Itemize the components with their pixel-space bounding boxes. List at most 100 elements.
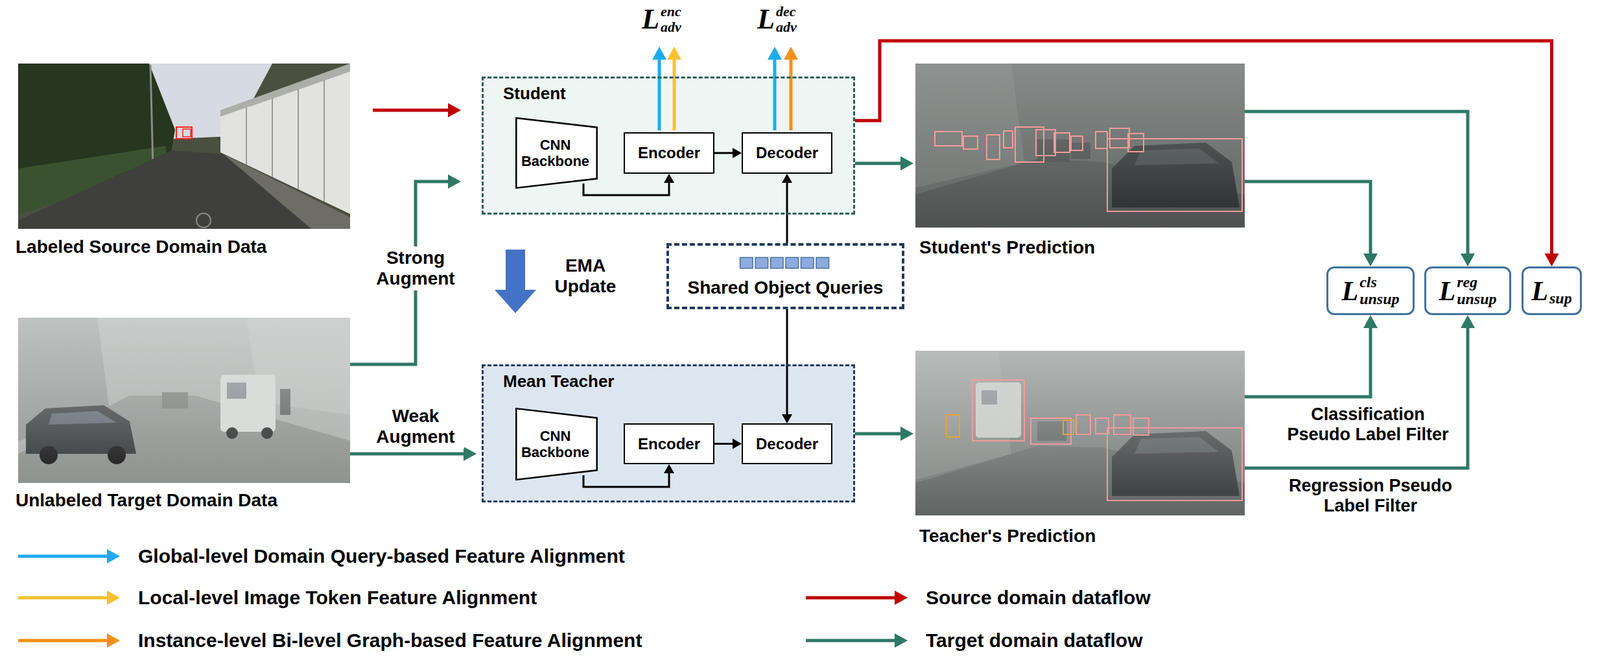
arrowhead <box>1460 315 1475 329</box>
legend-text: Local-level Image Token Feature Alignmen… <box>138 586 537 609</box>
legend-arrow <box>18 584 120 611</box>
arrowhead <box>781 414 793 424</box>
loss-superscript: cls <box>1359 274 1400 291</box>
scene-shape <box>915 63 1245 228</box>
connector <box>781 173 793 244</box>
module-title: Student <box>503 83 566 104</box>
edge-label: EMA Update <box>541 254 629 299</box>
arrowhead <box>732 147 742 159</box>
adversarial-loss-label: Ldecadv <box>757 3 797 36</box>
scene-shape <box>789 58 793 131</box>
query-token <box>785 257 799 269</box>
loss-box: Lregunsup <box>1424 266 1512 316</box>
legend-item: Source domain dataflow <box>805 584 1151 611</box>
arrowhead <box>447 174 461 189</box>
connector <box>855 426 914 441</box>
query-tokens <box>669 245 902 279</box>
scene-shape <box>1030 418 1071 445</box>
scene-shape <box>767 46 782 60</box>
query-token <box>755 257 769 269</box>
scene-shape <box>182 129 191 137</box>
prediction-image: Teacher's Prediction <box>915 350 1245 516</box>
backbone-label: CNN Backbone <box>515 136 598 170</box>
scene-shape <box>773 58 777 131</box>
scene-shape <box>1113 414 1131 435</box>
adversarial-arrows <box>652 46 799 131</box>
legend-line <box>18 639 108 643</box>
connector <box>1244 315 1378 397</box>
connector <box>1244 315 1475 469</box>
scene-shape <box>915 350 1245 516</box>
legend-line <box>805 639 896 643</box>
connector <box>494 249 537 314</box>
scene-shape <box>963 136 978 150</box>
edge-label: Regression Pseudo Label Filter <box>1276 474 1465 518</box>
legend-text: Global-level Domain Query-based Feature … <box>138 545 625 568</box>
connector-line <box>786 309 789 416</box>
scene-shape <box>946 414 1074 437</box>
box-label: Encoder <box>637 435 701 454</box>
legend-arrow <box>805 584 908 611</box>
connector-line <box>350 452 465 456</box>
connector <box>1244 181 1378 267</box>
image-caption: Student's Prediction <box>919 237 1095 259</box>
scene-shape <box>1054 132 1070 153</box>
scene-shape <box>223 154 351 229</box>
connector-line <box>583 471 670 487</box>
connector <box>350 446 477 461</box>
loss-symbol: L <box>1341 277 1359 305</box>
encoder-box: Encoder <box>623 423 715 465</box>
connector-line <box>1244 111 1468 255</box>
scene-shape <box>176 127 192 139</box>
connector <box>714 438 742 450</box>
legend-item: Global-level Domain Query-based Feature … <box>18 543 625 570</box>
scene-shape <box>297 89 299 190</box>
teacher-prediction-scene <box>915 350 1245 516</box>
scene-shape <box>1003 130 1013 148</box>
arrowhead <box>894 590 908 605</box>
legend-item: Target domain dataflow <box>805 627 1143 654</box>
query-token <box>740 257 754 269</box>
scene-shape <box>271 98 273 177</box>
scene-shape <box>915 63 1245 228</box>
scene-shape <box>972 379 1025 441</box>
image-caption: Labeled Source Domain Data <box>15 236 267 258</box>
edge-label: Weak Augment <box>366 404 465 449</box>
connector-line <box>855 40 1553 255</box>
arrowhead <box>663 464 675 474</box>
scene-shape <box>946 414 960 437</box>
legend-arrow <box>18 627 120 654</box>
connector <box>855 156 914 171</box>
connector-line <box>372 108 450 113</box>
scene-shape <box>1107 427 1243 501</box>
connector-line <box>855 432 902 436</box>
loss-symbol: L <box>757 5 775 34</box>
connector <box>372 103 461 118</box>
backbone-label: CNN Backbone <box>515 427 598 461</box>
box-label: Decoder <box>755 435 819 454</box>
scene-shape <box>1133 418 1149 436</box>
scene-shape <box>667 46 682 60</box>
arrowhead <box>106 633 120 648</box>
edge-label: Classification Pseudo Label Filter <box>1282 403 1455 447</box>
scene-shape <box>18 317 351 483</box>
prediction-image: Student's Prediction <box>915 63 1245 228</box>
scene-shape <box>652 46 667 60</box>
scene-shape <box>783 46 799 60</box>
cnn-backbone: CNN Backbone <box>515 117 598 189</box>
connector <box>1244 111 1475 267</box>
scene-shape <box>672 58 677 131</box>
loss-symbol: L <box>641 5 660 34</box>
scene-shape <box>658 58 662 131</box>
student-module: StudentCNN BackboneEncoderDecoder <box>481 76 856 215</box>
connector-line <box>583 181 670 196</box>
connector-line <box>1244 181 1371 255</box>
scene-shape <box>196 213 211 228</box>
module-title: Mean Teacher <box>503 371 614 392</box>
loss-box: Lclsunsup <box>1326 266 1415 316</box>
legend-line <box>18 554 108 559</box>
connector <box>781 309 793 424</box>
arrowhead <box>900 156 914 171</box>
